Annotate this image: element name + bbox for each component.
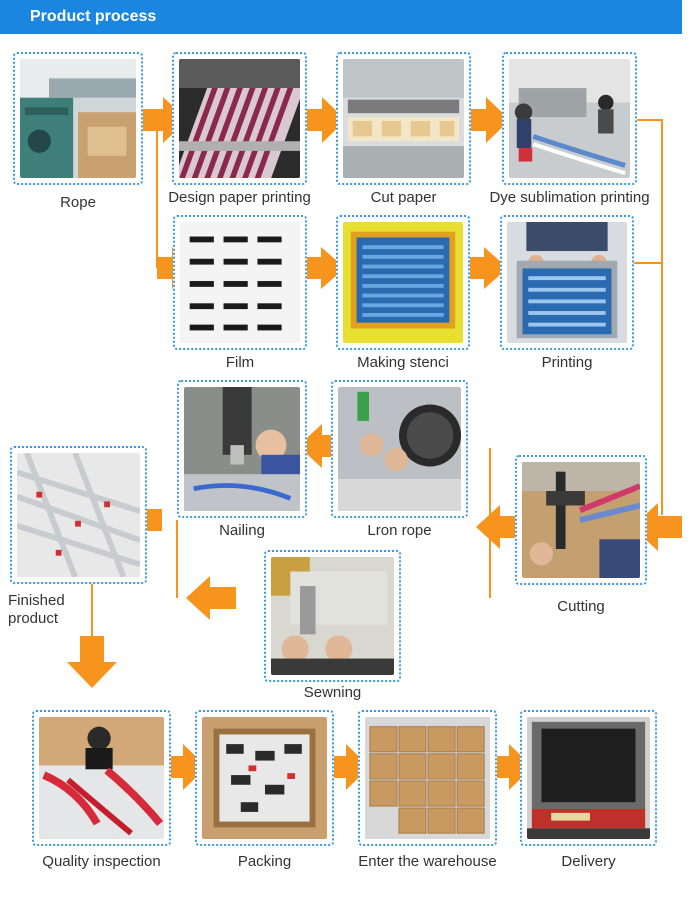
step-sewning-label: Sewning: [303, 684, 362, 701]
arrow-cut-to-dye: [470, 97, 510, 143]
step-design-paper-printing-label: Design paper printing: [168, 189, 311, 206]
arrow-cutting-to-branch: [476, 505, 522, 549]
cut-paper-photo: [343, 59, 464, 178]
step-making-stenci-label: Making stenci: [357, 354, 449, 371]
quality-inspection-photo: [39, 717, 164, 839]
printing-photo: [507, 222, 627, 343]
step-cut-paper-frame: [336, 52, 471, 185]
step-cutting: Cutting: [515, 455, 647, 615]
step-dye-sublimation-printing-label: Dye sublimation printing: [489, 189, 650, 206]
step-delivery-label: Delivery: [561, 853, 616, 870]
step-cutting-label: Cutting: [557, 598, 605, 615]
connector-dye-to-cutting: [632, 119, 663, 264]
arrow-rope-to-design: [142, 97, 188, 143]
step-design-paper-printing: Design paper printing: [168, 52, 311, 206]
step-making-stenci-frame: [336, 215, 470, 350]
step-printing-frame: [500, 215, 634, 350]
step-lron-rope: Lron rope: [331, 380, 468, 539]
step-quality-inspection-frame: [32, 710, 171, 846]
step-cut-paper: Cut paper: [336, 52, 471, 206]
step-enter-the-warehouse: Enter the warehouse: [358, 710, 497, 870]
lron-rope-photo: [338, 387, 461, 511]
step-rope-frame: [13, 52, 143, 185]
dye-sublimation-printing-photo: [509, 59, 630, 178]
delivery-photo: [527, 717, 650, 839]
step-enter-the-warehouse-label: Enter the warehouse: [358, 853, 497, 870]
arrow-film-to-stencil: [306, 247, 345, 289]
arrow-warehouse-to-delivery: [489, 744, 533, 790]
step-rope: Rope: [13, 52, 143, 211]
step-finished-product-label: Finished product: [8, 592, 65, 628]
step-nailing-frame: [177, 380, 307, 518]
step-film: Film: [173, 215, 307, 371]
step-making-stenci: Making stenci: [336, 215, 470, 371]
arrow-stencil-to-printing: [468, 247, 508, 289]
arrow-design-to-cut: [306, 97, 346, 143]
making-stenci-photo: [343, 222, 463, 343]
step-film-frame: [173, 215, 307, 350]
step-enter-the-warehouse-frame: [358, 710, 497, 846]
step-dye-sublimation-printing-frame: [502, 52, 637, 185]
header-banner: Product process: [0, 0, 700, 34]
step-finished-product-label-line2: product: [8, 610, 59, 627]
packing-photo: [202, 717, 327, 839]
step-cutting-frame: [515, 455, 647, 585]
step-sewning: Sewning: [264, 550, 401, 701]
step-lron-rope-label: Lron rope: [367, 522, 432, 539]
step-design-paper-printing-frame: [172, 52, 307, 185]
step-delivery: Delivery: [520, 710, 657, 870]
step-finished-product-label-line1: Finished: [8, 592, 65, 609]
nailing-photo: [184, 387, 300, 511]
sewning-photo: [271, 557, 394, 675]
step-delivery-frame: [520, 710, 657, 846]
rope-photo: [20, 59, 136, 178]
step-printing: Printing: [500, 215, 634, 371]
arrow-quality-to-packing: [163, 744, 207, 790]
step-dye-sublimation-printing: Dye sublimation printing: [489, 52, 650, 206]
step-finished-product: Finished product: [8, 446, 147, 627]
finished-product-photo: [17, 453, 140, 577]
design-paper-printing-photo: [179, 59, 300, 178]
step-nailing-label: Nailing: [219, 522, 265, 539]
arrow-finished-to-quality: [67, 636, 117, 688]
step-quality-inspection: Quality inspection: [32, 710, 171, 870]
header-corner: [682, 0, 700, 34]
arrow-packing-to-warehouse: [326, 744, 370, 790]
film-photo: [180, 222, 300, 343]
arrow-into-cutting: [632, 503, 682, 551]
step-finished-product-frame: [10, 446, 147, 584]
step-packing-label: Packing: [237, 853, 292, 870]
enter-the-warehouse-photo: [365, 717, 490, 839]
step-lron-rope-frame: [331, 380, 468, 518]
step-packing: Packing: [195, 710, 334, 870]
step-rope-label: Rope: [60, 194, 96, 211]
step-sewning-frame: [264, 550, 401, 682]
page-title: Product process: [30, 8, 157, 25]
step-quality-inspection-label: Quality inspection: [42, 853, 161, 870]
arrow-sewning-to-left: [186, 576, 236, 620]
step-packing-frame: [195, 710, 334, 846]
arrow-iron-to-nailing: [298, 424, 340, 468]
step-printing-label: Printing: [541, 354, 593, 371]
header-bar: [0, 0, 682, 34]
cutting-photo: [522, 462, 640, 578]
step-film-label: Film: [225, 354, 255, 371]
step-cut-paper-label: Cut paper: [370, 189, 437, 206]
step-nailing: Nailing: [177, 380, 307, 539]
